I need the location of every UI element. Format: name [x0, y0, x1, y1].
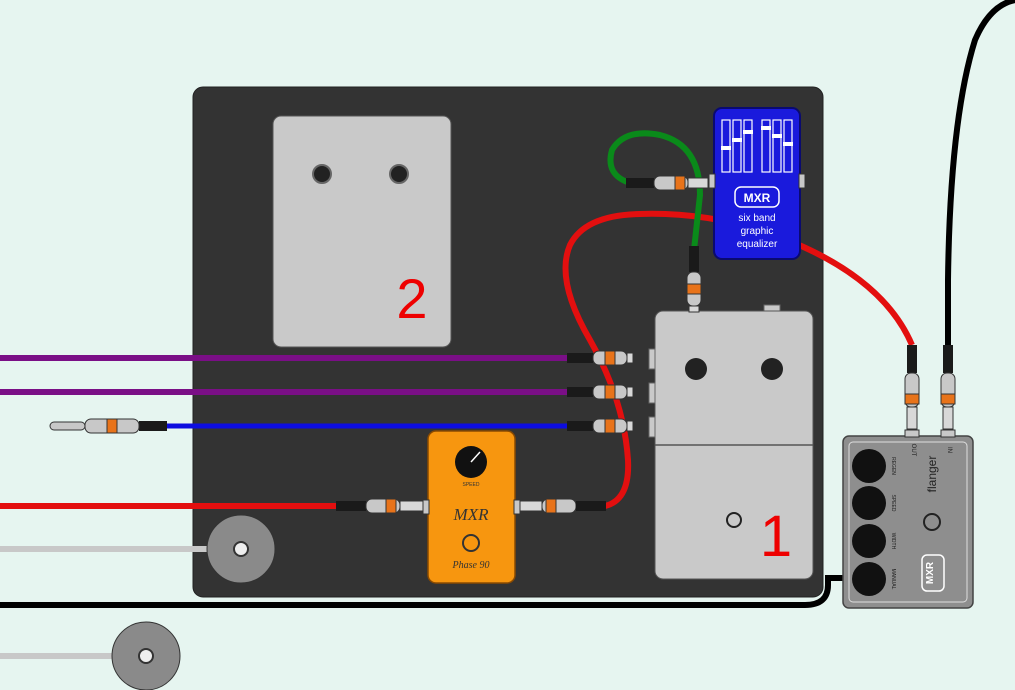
knob-label-regen: REGEN [890, 457, 896, 475]
eq-brand: MXR [744, 191, 771, 205]
jack-phase-input[interactable] [336, 498, 424, 514]
eq-line-1: six band [738, 213, 775, 224]
jack-slot1-top[interactable] [686, 245, 702, 313]
flanger-pedal[interactable]: OUT IN REGEN SPEED WIDTH MANUAL flanger … [842, 429, 974, 609]
knob-label-speed: SPEED [890, 495, 896, 512]
jack-flanger-in[interactable] [940, 345, 956, 430]
phase-brand: MXR [453, 505, 490, 524]
eq-line-2: graphic [741, 226, 774, 237]
flanger-out-label: OUT [910, 444, 916, 457]
jack-blue-free[interactable] [49, 418, 167, 434]
width-knob[interactable] [852, 524, 886, 558]
jack-blue[interactable] [566, 418, 634, 434]
knob-label-width: WIDTH [890, 533, 896, 550]
phase-model: Phase 90 [452, 560, 490, 571]
black-cable-bottom [0, 575, 845, 608]
black-cable-top-right [945, 0, 1015, 350]
pedal-slot-2[interactable]: 2 [272, 115, 452, 348]
speed-knob-label: SPEED [463, 482, 480, 488]
jack-phase-output[interactable] [519, 498, 606, 514]
regen-knob[interactable] [852, 449, 886, 483]
phase90-pedal[interactable]: SPEED MXR Phase 90 [422, 430, 521, 584]
flanger-brand: MXR [925, 561, 936, 584]
slot-1-number: 1 [760, 504, 792, 569]
jack-purple-2[interactable] [566, 384, 634, 400]
slot-2-number: 2 [396, 267, 427, 330]
knob-label-manual: MANUAL [890, 569, 896, 590]
phase-footswitch[interactable] [462, 534, 480, 552]
jack-flanger-out[interactable] [904, 345, 920, 430]
green-patch-cable [607, 130, 704, 251]
jack-eq-input[interactable] [626, 175, 709, 191]
flanger-in-label: IN [946, 447, 952, 453]
power-grommet-1 [206, 514, 276, 584]
pedal-slot-1[interactable]: 1 [648, 304, 814, 580]
eq-pedal[interactable]: MXR six band graphic equalizer [708, 107, 806, 260]
flanger-footswitch[interactable] [923, 513, 941, 531]
jack-purple-1[interactable] [566, 350, 634, 366]
power-grommet-2 [111, 621, 181, 690]
manual-knob[interactable] [852, 562, 886, 596]
speed-knob-flanger[interactable] [852, 486, 886, 520]
eq-line-3: equalizer [737, 239, 778, 250]
flanger-model: flanger [925, 456, 939, 493]
